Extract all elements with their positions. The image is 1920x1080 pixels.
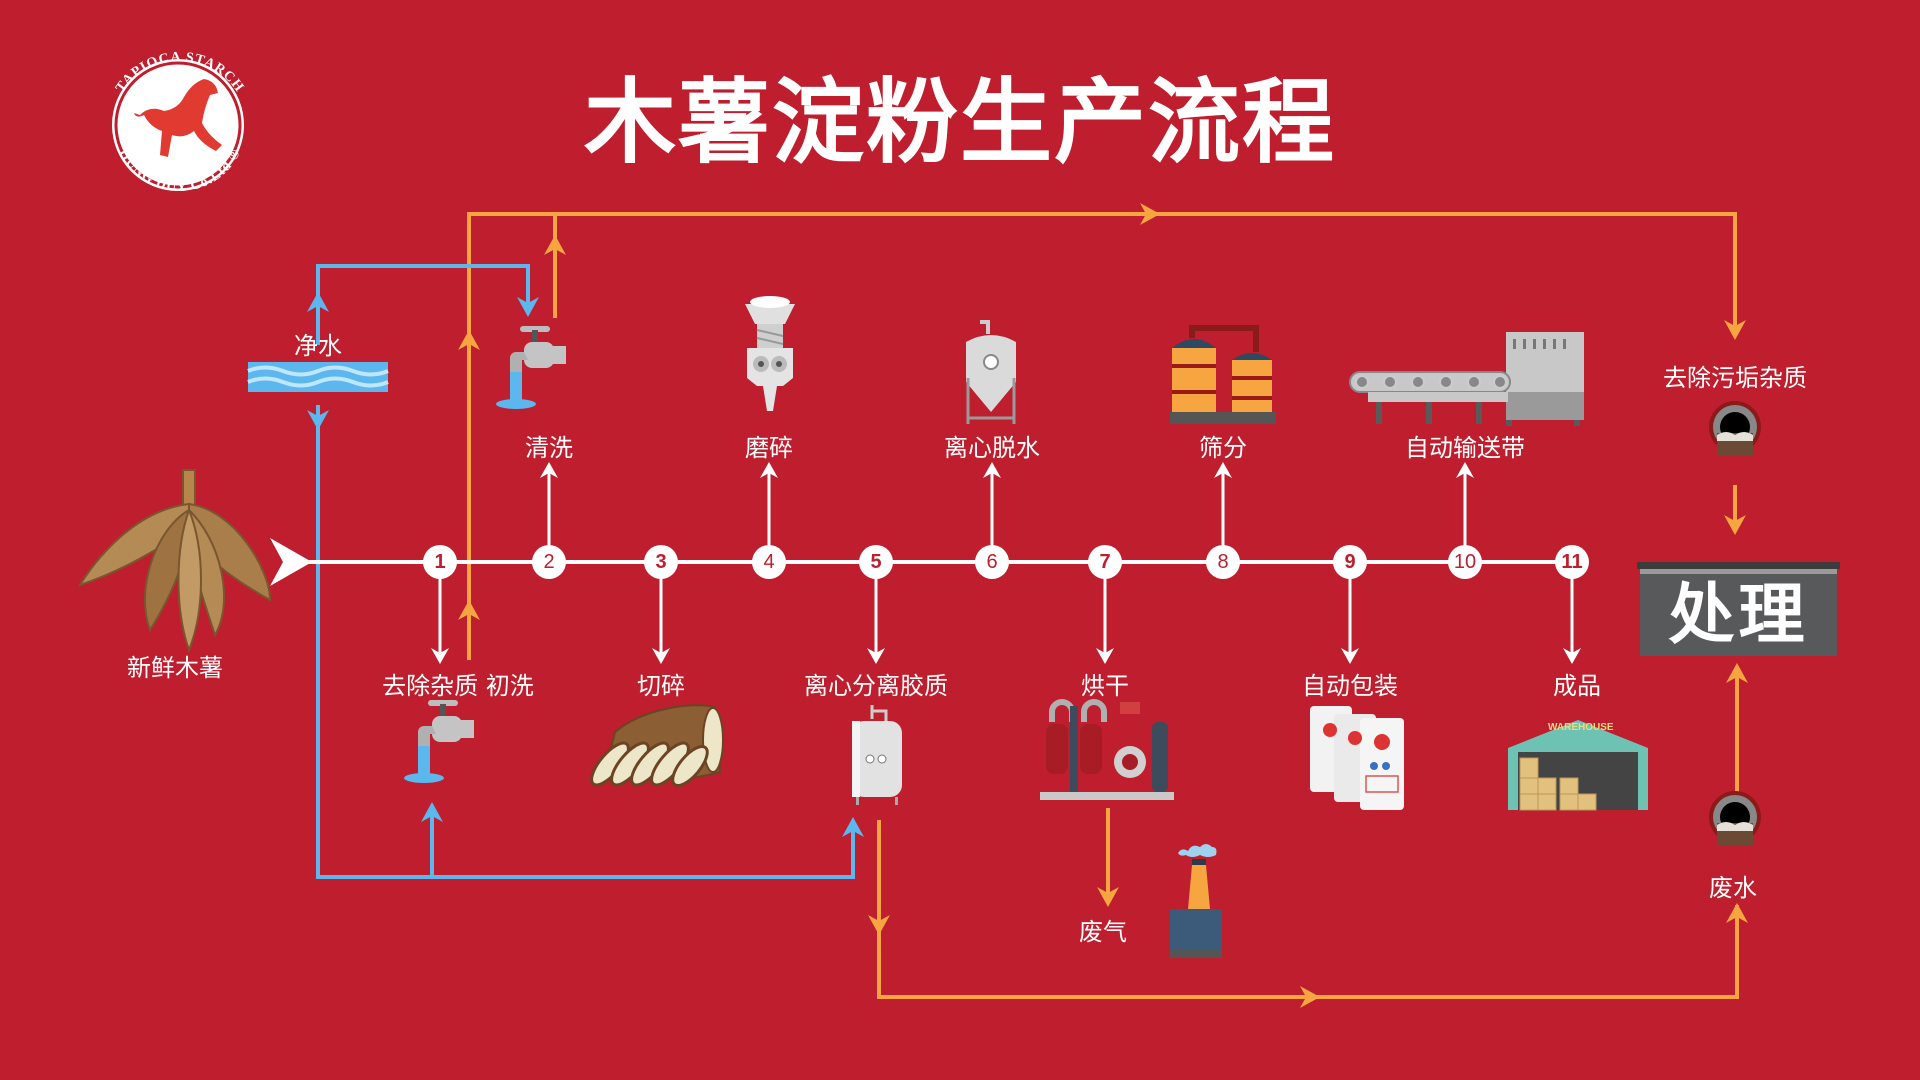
waste-water-bottom-path [877,670,1739,999]
orange-arrowheads [458,203,1746,620]
arrow-up-icon [1726,663,1748,683]
water-waves-icon [247,362,389,392]
step-label-6: 离心脱水 [944,434,1040,462]
arrow-right-icon [1300,986,1320,1008]
horse-icon [134,79,222,157]
arrow-up-icon [1456,462,1474,478]
waste-water-top-path [467,212,1737,660]
grinder-icon [745,296,795,411]
factory-chimney-icon [1170,844,1222,958]
arrow-up-icon [842,817,864,837]
step-node-10: 10 [1448,545,1482,579]
step-label-10: 自动输送带 [1405,434,1525,462]
silo-icon [1170,325,1276,424]
conveyor-icon [1349,332,1584,426]
cassava-icon [77,469,272,653]
arrow-down-icon [1341,648,1359,664]
main-process-line [270,538,1572,586]
arrow-up-icon [540,462,558,478]
step-label-1: 去除杂质 初洗 [382,672,534,700]
warehouse-sign: WAREHOUSE [1548,722,1614,733]
arrow-up-icon [1726,903,1748,923]
arrow-down-icon [307,410,329,430]
arrow-down-icon [1097,887,1119,907]
arrow-down-icon [867,648,885,664]
step-node-7: 7 [1088,545,1122,579]
input-label: 新鲜木薯 [127,654,223,682]
arrow-down-icon [1724,515,1746,535]
step-node-4: 4 [752,545,786,579]
step-node-11: 11 [1555,545,1589,579]
step-node-9: 9 [1333,545,1367,579]
arrow-up-icon [983,462,1001,478]
step-node-8: 8 [1206,545,1240,579]
step-node-2: 2 [532,545,566,579]
arrow-down-icon [652,648,670,664]
arrow-down-icon [1096,648,1114,664]
arrow-down-icon [431,648,449,664]
waste-gas-label: 废气 [1079,918,1127,946]
arrow-down-icon [1563,648,1581,664]
step-label-8: 筛分 [1199,434,1247,462]
arrow-up-icon [458,330,480,350]
waste-water-label: 废水 [1709,874,1757,902]
start-arrow-icon [270,538,312,586]
page-title: 木薯淀粉生产流程 [583,69,1336,176]
faucet-icon [496,326,566,409]
step-label-5: 离心分离胶质 [804,672,948,700]
drain-pipe-icon [1709,791,1761,845]
warehouse-icon [1508,720,1648,811]
step-node-6: 6 [975,545,1009,579]
step-node-1: 1 [423,545,457,579]
arrow-up-icon [307,292,329,312]
step-connectors [431,462,1581,664]
clean-water-label: 净水 [294,332,342,360]
remove-dirt-label: 去除污垢杂质 [1663,364,1807,392]
arrow-up-icon [1214,462,1232,478]
step-node-3: 3 [644,545,678,579]
step-label-4: 磨碎 [745,434,793,462]
dryer-plant-icon [1040,699,1174,800]
company-logo [112,59,244,191]
drain-pipe-icon [1709,401,1761,455]
step-label-7: 烘干 [1081,672,1129,700]
arrow-right-icon [1140,203,1160,225]
step-label-9: 自动包装 [1302,672,1398,700]
arrow-up-icon [760,462,778,478]
arrow-up-icon [458,600,480,620]
starch-bags-icon [1310,706,1404,810]
arrow-down-icon [517,297,539,317]
tank-icon [852,705,902,805]
step-node-5: 5 [859,545,893,579]
arrow-down-icon [868,915,890,935]
treatment-box: 处理 [1637,562,1840,656]
step-label-2: 清洗 [525,434,573,462]
step-label-11: 成品 [1553,672,1601,700]
arrow-down-icon [1724,320,1746,340]
faucet-icon [404,700,474,783]
centrifuge-tank-icon [966,320,1016,424]
arrow-up-icon [544,235,566,255]
logo-text: TAPIOCA STARCH HUNG DUY Co.Ltd ® [113,50,246,195]
arrow-up-icon [421,802,443,822]
step-label-3: 切碎 [637,672,685,700]
treatment-label: 处理 [1640,574,1837,656]
sliced-cassava-icon [590,704,724,787]
